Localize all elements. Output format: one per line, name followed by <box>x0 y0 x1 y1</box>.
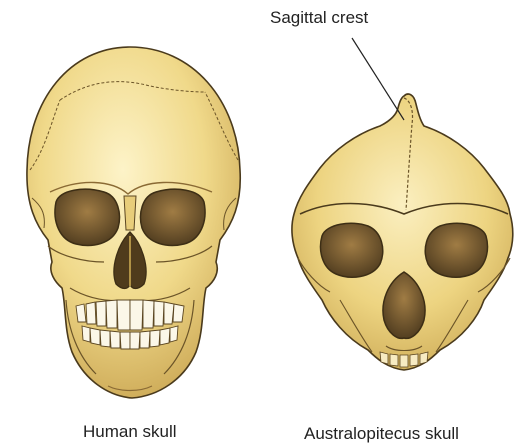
human-left-eye-socket <box>55 189 119 245</box>
australopitecus-skull <box>292 94 513 370</box>
australopitecus-skull-caption: Australopitecus skull <box>304 424 459 444</box>
human-skull-caption: Human skull <box>83 422 177 442</box>
sagittal-crest-label: Sagittal crest <box>270 8 368 28</box>
australopitecus-left-eye-socket <box>321 223 383 277</box>
human-nasal-bone <box>124 196 136 230</box>
australopitecus-right-eye-socket <box>425 223 487 277</box>
human-right-eye-socket <box>141 189 205 245</box>
sagittal-crest-pointer-line <box>352 38 404 120</box>
human-skull <box>27 47 240 398</box>
